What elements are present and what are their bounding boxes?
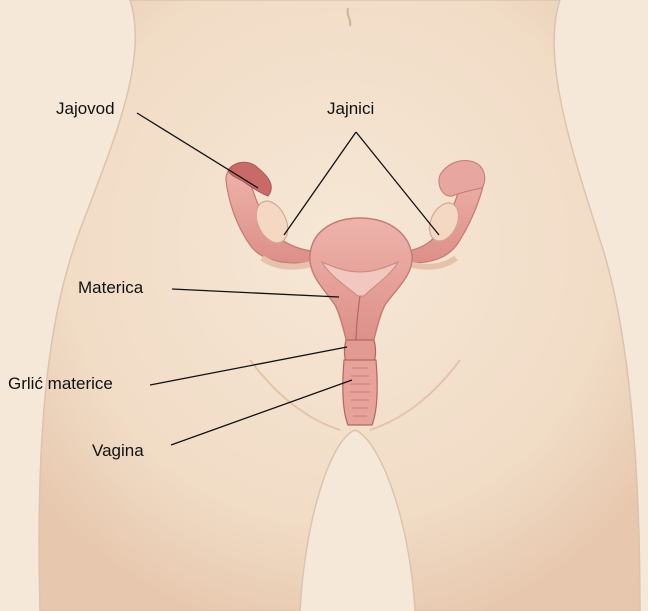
label-materica: Materica (78, 279, 143, 296)
label-jajnici: Jajnici (327, 100, 374, 117)
label-vagina: Vagina (92, 442, 144, 459)
cervix (345, 340, 376, 362)
label-jajovod: Jajovod (56, 100, 115, 117)
label-grlic-materice: Grlić materice (8, 375, 113, 392)
